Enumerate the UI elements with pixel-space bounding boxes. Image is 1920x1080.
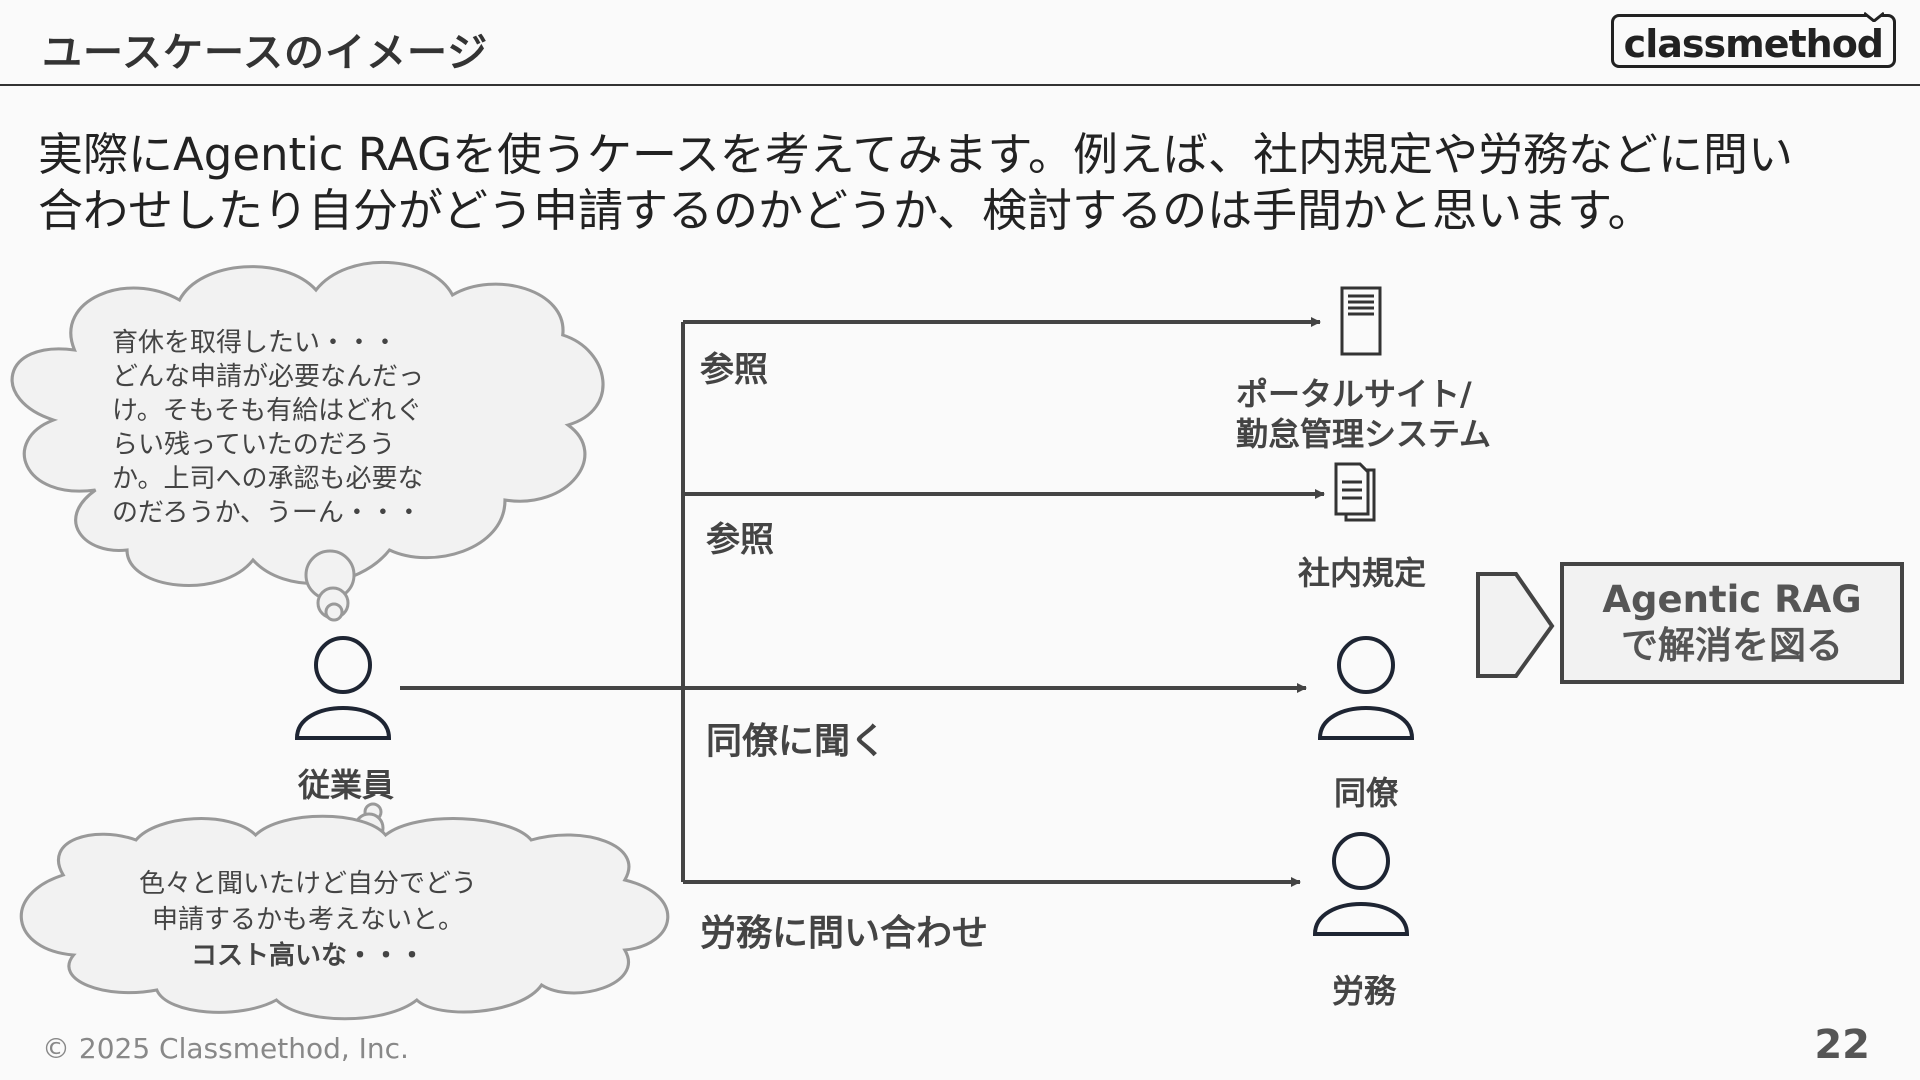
thought-bottom-line: コスト高いな・・・ (190, 941, 425, 971)
thought-bottom-text: 色々と聞いたけど自分でどう 申請するかも考えないと。 コスト高いな・・・ (118, 866, 498, 974)
regulations-label: 社内規定 (1298, 554, 1427, 592)
logo-notch-icon (1864, 11, 1884, 22)
thought-top-line: のだろうか、うーん・・・ (112, 498, 422, 528)
thought-cloud-top (10, 261, 605, 622)
portal-label: ポータルサイト/ 勤怠管理システム (1236, 374, 1491, 454)
colleague-label: 同僚 (1334, 774, 1399, 812)
slide-title: ユースケースのイメージ (42, 30, 489, 76)
colleague-person-icon (1317, 636, 1415, 740)
employee-person-icon (294, 636, 392, 740)
edge-label-ask-colleague: 同僚に聞く (706, 721, 887, 762)
thought-top-line: どんな申請が必要なんだっ (112, 362, 425, 392)
labor-label: 労務 (1332, 972, 1397, 1010)
portal-label-line-1: ポータルサイト/ (1236, 375, 1472, 413)
solution-line-1: Agentic RAG (1602, 578, 1862, 621)
intro-line-2: 合わせしたり自分がどう申請するのかどうか、検討するのは手間かと思います。 (38, 184, 1653, 237)
header-divider (0, 84, 1920, 86)
thought-cloud-bottom (19, 802, 670, 1021)
connectors (400, 317, 1325, 887)
thought-top-text: 育休を取得したい・・・ どんな申請が必要なんだっ け。そもそも有給はどれぐ らい… (112, 326, 424, 530)
intro-line-1: 実際にAgentic RAGを使うケースを考えてみます。例えば、社内規定や労務な… (38, 128, 1794, 181)
server-icon (1340, 286, 1382, 356)
edge-label-ask-labor: 労務に問い合わせ (700, 913, 989, 954)
employee-label: 従業員 (298, 766, 395, 804)
document-icon (1334, 462, 1376, 522)
thought-top-line: か。上司への承認も必要な (112, 464, 424, 494)
agentic-rag-solution-box: Agentic RAG で解消を図る (1560, 562, 1904, 684)
edge-label-reference-rules: 参照 (706, 520, 774, 560)
page-number: 22 (1814, 1022, 1870, 1068)
thought-top-line: け。そもそも有給はどれぐ (112, 396, 423, 426)
thought-bottom-line: 色々と聞いたけど自分でどう (138, 869, 477, 899)
thought-bottom-line: 申請するかも考えないと。 (151, 905, 464, 935)
edge-label-reference-portal: 参照 (700, 350, 768, 390)
labor-person-icon (1312, 832, 1410, 936)
chevron-right-icon (1476, 572, 1555, 678)
thought-top-line: 育休を取得したい・・・ (112, 328, 399, 358)
copyright: © 2025 Classmethod, Inc. (42, 1032, 409, 1065)
thought-top-line: らい残っていたのだろう (112, 430, 396, 460)
solution-line-2: で解消を図る (1621, 624, 1843, 667)
portal-label-line-2: 勤怠管理システム (1236, 415, 1492, 453)
classmethod-logo: classmethod (1610, 14, 1896, 68)
